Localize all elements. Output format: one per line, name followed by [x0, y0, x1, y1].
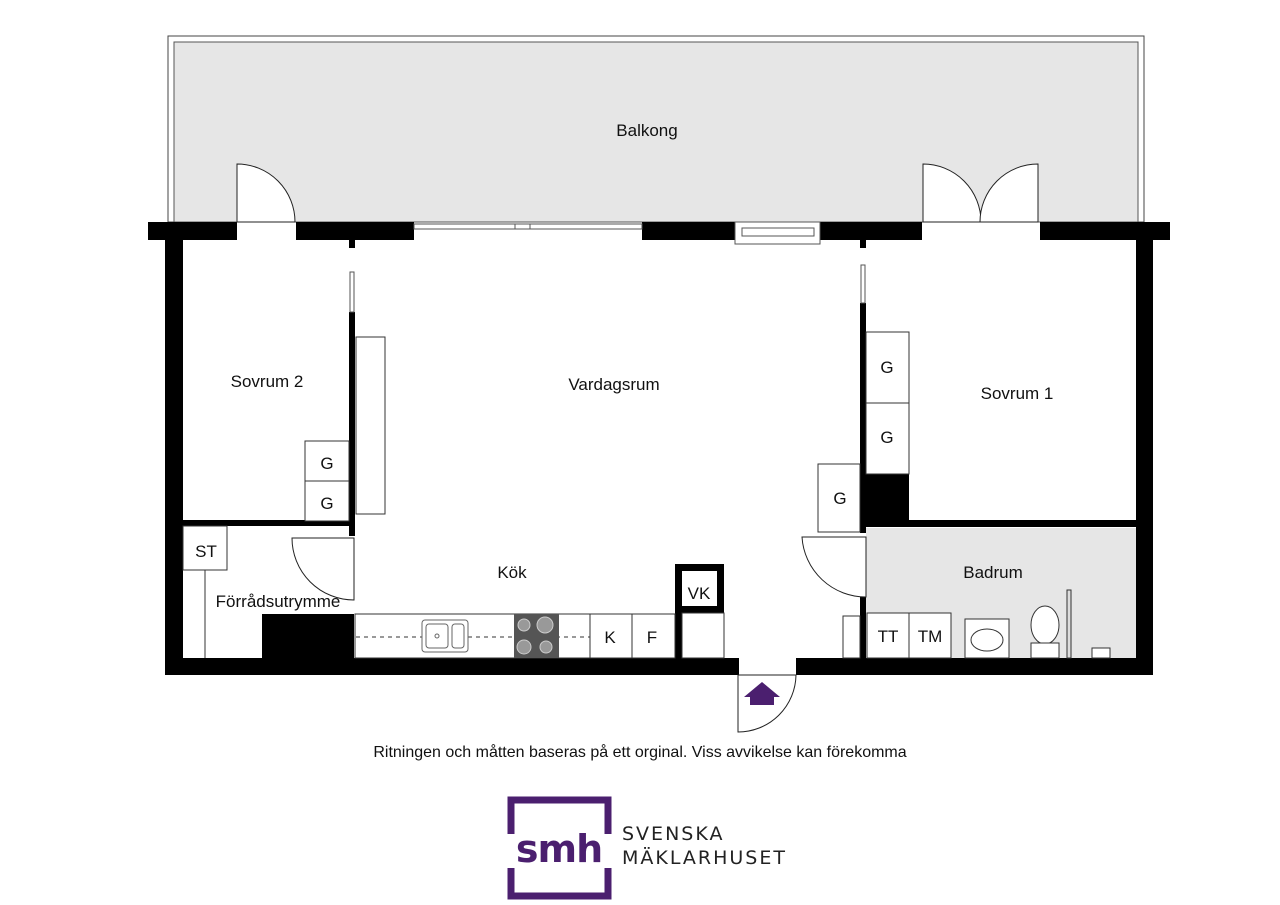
wardrobes-sovrum-2: [304, 336, 386, 522]
interior-walls: [183, 240, 1136, 658]
wardrobe-label: G: [880, 428, 893, 447]
logo-line-2: MÄKLARHUSET: [622, 846, 787, 869]
disclaimer-text: Ritningen och måtten baseras på ett orgi…: [373, 744, 907, 761]
room-label-kok: Kök: [497, 563, 527, 582]
fridge-label: K: [604, 628, 616, 647]
freezer-label: F: [647, 628, 657, 647]
room-label-forradsutrymme: Förrådsutrymme: [216, 592, 341, 611]
sink-icon: [421, 619, 469, 653]
room-label-vardagsrum: Vardagsrum: [568, 375, 659, 394]
exterior-walls: [148, 222, 1170, 675]
wardrobe-label: G: [320, 454, 333, 473]
washer-label: TM: [918, 627, 943, 646]
stove-icon: [514, 614, 559, 658]
room-label-balkong: Balkong: [616, 121, 677, 140]
logo-line-1: SVENSKA: [622, 823, 724, 845]
doors: [236, 163, 1039, 733]
wardrobe-label: G: [320, 494, 333, 513]
wardrobe-label: G: [880, 358, 893, 377]
logo-mark: smh: [516, 827, 602, 871]
storage-label: ST: [195, 542, 217, 561]
room-label-sovrum-1: Sovrum 1: [981, 384, 1054, 403]
room-label-sovrum-2: Sovrum 2: [231, 372, 304, 391]
room-label-badrum: Badrum: [963, 563, 1023, 582]
cabinet-label: VK: [688, 584, 711, 603]
wardrobes-sovrum-1: [817, 331, 910, 533]
balcony: [167, 35, 1145, 223]
storage-unit: [182, 525, 228, 571]
windows: [349, 221, 866, 313]
wardrobe-label: G: [833, 489, 846, 508]
brand-logo: smh SVENSKA MÄKLARHUSET: [498, 796, 787, 900]
dryer-label: TT: [878, 627, 899, 646]
bathroom-fixtures: [842, 589, 1111, 659]
entrance-arrow-icon: [744, 682, 780, 705]
